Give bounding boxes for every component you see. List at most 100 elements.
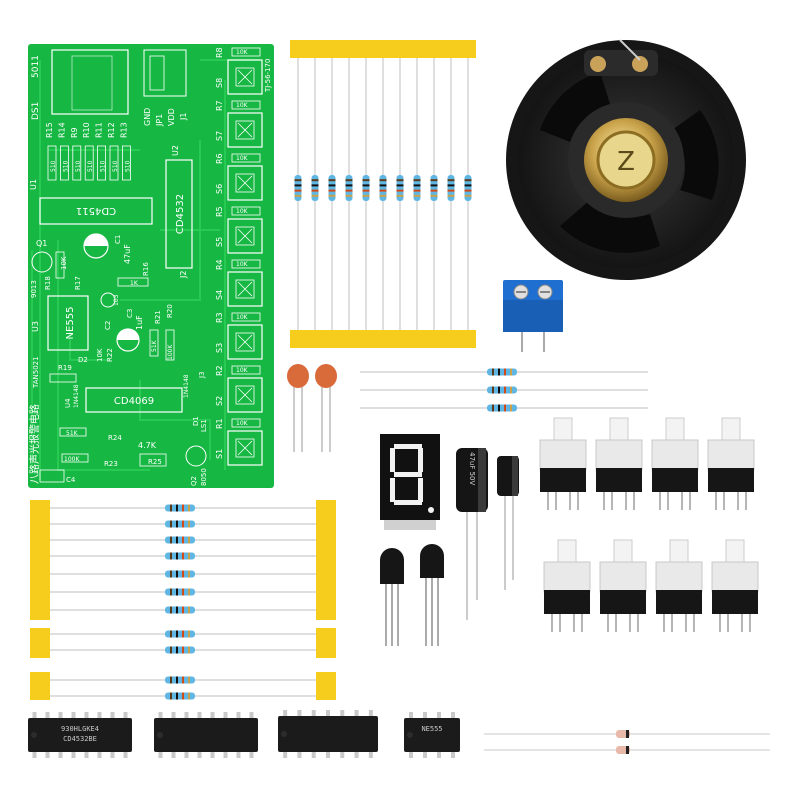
button-plunger — [665, 417, 685, 443]
ic-pin — [58, 751, 63, 758]
resistor-band — [170, 676, 172, 684]
resistor-band — [430, 189, 438, 192]
resistor-ref: R12 — [107, 122, 116, 138]
ic-pin — [297, 710, 302, 717]
resistor — [396, 175, 404, 201]
resistor-band — [447, 184, 455, 187]
resistor — [165, 552, 195, 560]
switch-footprint — [227, 218, 263, 254]
switch-resistor-footprint — [231, 153, 261, 163]
resistor-value: 510 — [100, 160, 107, 172]
r-51k-footprint — [149, 329, 159, 357]
ic-pin — [171, 751, 176, 758]
push-button-2 — [595, 417, 643, 510]
resistor-band — [176, 692, 178, 700]
ic-pin — [45, 712, 50, 719]
ic-notch — [31, 732, 37, 738]
switch-mark — [237, 122, 253, 138]
label-r23: R23 — [104, 460, 118, 468]
resistor-band — [170, 552, 172, 560]
resistor-band — [182, 630, 184, 638]
resistor-band — [176, 552, 178, 560]
display-segment — [390, 478, 395, 502]
ic-pin — [97, 751, 102, 758]
button-base — [540, 468, 586, 492]
c2-footprint — [100, 292, 116, 308]
ic-marking: CD4532BE — [63, 735, 97, 743]
speaker-wire — [619, 39, 641, 61]
label-u1: U1 — [29, 179, 38, 190]
ic-marking: NE555 — [421, 725, 442, 733]
label-c3: C3 — [126, 309, 134, 318]
r-100k-b-footprint — [61, 453, 89, 463]
switch-resistor-footprint — [231, 312, 261, 322]
ceramic-cap-1 — [287, 364, 309, 388]
switch-resistor-footprint — [231, 259, 261, 269]
ic-pin — [311, 751, 316, 758]
resistor-body — [487, 404, 517, 412]
ic-pin — [45, 751, 50, 758]
resistor-band — [328, 179, 336, 182]
resistor — [165, 588, 195, 596]
switch-label: S7 — [215, 131, 224, 141]
resistor-footprint — [122, 145, 131, 181]
ic-pin — [326, 751, 330, 758]
switch-resistor-label: R4 — [215, 259, 224, 270]
resistor-band — [396, 194, 404, 197]
switch-footprint — [227, 112, 263, 148]
label-103: 103 — [113, 294, 120, 306]
ecap-large-stripe — [478, 448, 486, 512]
button-base — [600, 590, 646, 614]
resistor-body — [413, 175, 421, 201]
label-tan: TAN5021 — [32, 356, 40, 389]
ic-pin — [184, 751, 189, 758]
resistor-band — [413, 189, 421, 192]
ic-pin — [368, 710, 373, 717]
resistor-footprint — [84, 145, 94, 181]
tape-right-b — [316, 628, 336, 658]
resistor-band — [498, 386, 500, 394]
resistor-band — [182, 570, 184, 578]
pcb-title: 八路声光报警电路 — [28, 404, 41, 484]
label-c1: C1 — [114, 235, 122, 244]
label-q1: Q1 — [36, 239, 47, 248]
switch-resistor-label: R7 — [215, 100, 224, 111]
resistor — [447, 175, 455, 201]
label-1n4148: 1N4148 — [73, 384, 80, 408]
resistor — [165, 504, 195, 512]
resistor — [487, 368, 517, 376]
ic-pin — [171, 712, 176, 719]
switch-footprint — [227, 430, 263, 466]
switch-inner — [235, 173, 255, 193]
switch-footprint — [227, 324, 263, 360]
switch-resistor-value: 10K — [236, 314, 249, 321]
resistor-band — [176, 676, 178, 684]
resistor-band — [170, 520, 172, 528]
switch-resistor-label: R2 — [215, 365, 224, 376]
resistor-band — [379, 179, 387, 182]
ic-pin — [71, 712, 76, 719]
resistor-band — [294, 194, 302, 197]
ic-pin — [84, 712, 89, 719]
resistor-body — [165, 676, 195, 684]
button-plunger — [609, 417, 629, 443]
resistor-band — [170, 536, 172, 544]
push-button-7 — [655, 539, 703, 632]
resistor-band — [464, 189, 472, 192]
resistor — [464, 175, 472, 201]
ic-pin — [437, 712, 441, 719]
resistor-body — [311, 175, 319, 201]
ic-pin — [311, 710, 316, 717]
ic-pin — [236, 712, 241, 719]
resistor-band — [182, 646, 184, 654]
ic-pin — [354, 710, 359, 717]
pcb-substrate — [28, 44, 274, 488]
label-1k: 1K — [130, 280, 139, 287]
ic-pin — [197, 751, 202, 758]
speaker-terminal-right — [632, 56, 648, 72]
